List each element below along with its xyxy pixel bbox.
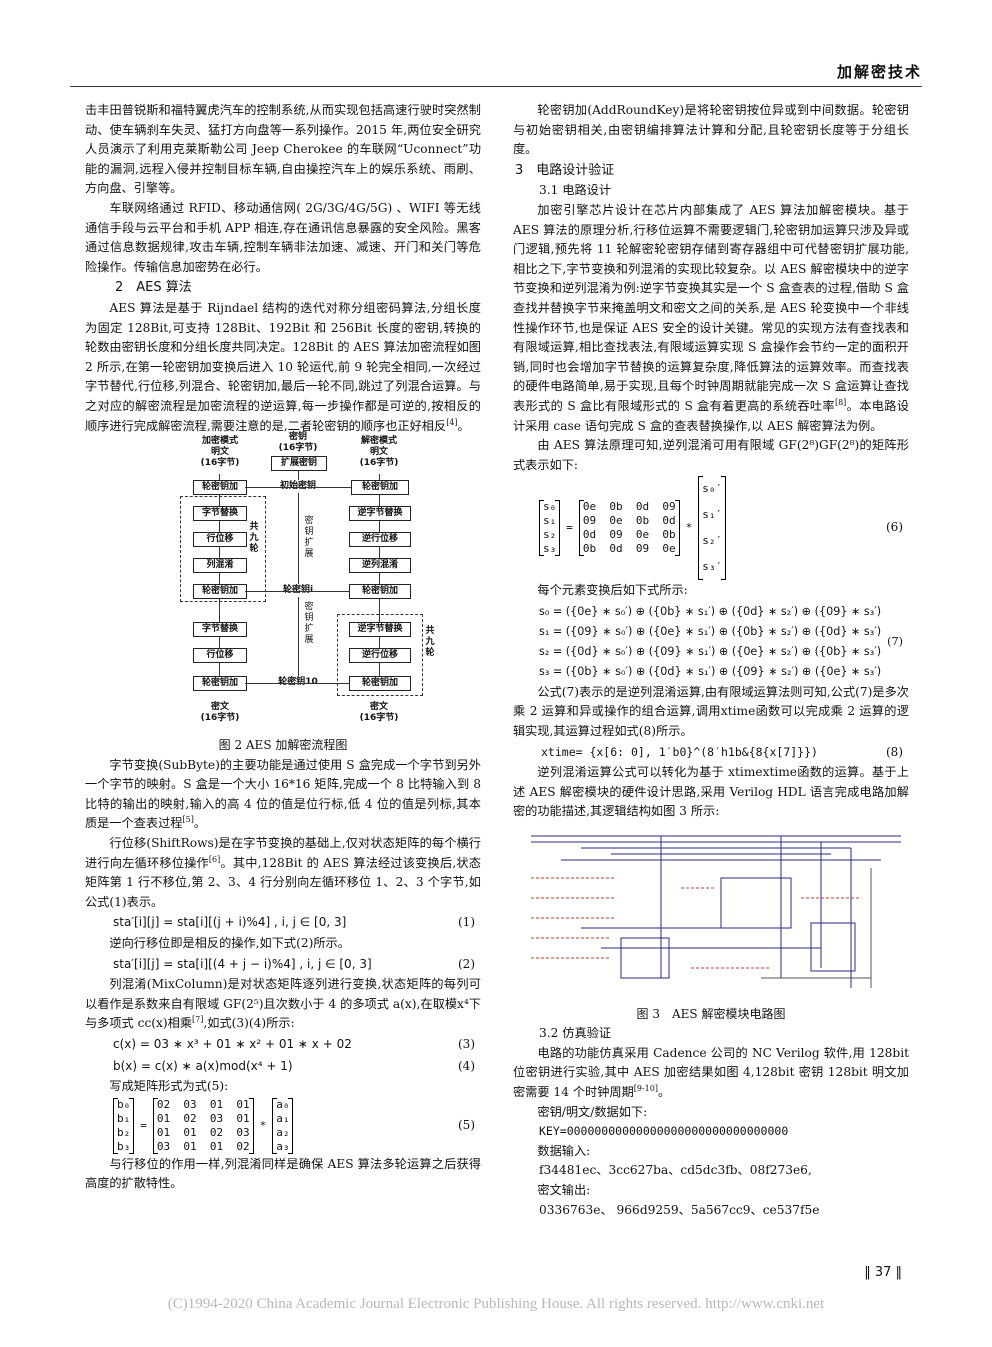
cipher-label-dec: 密文(16字节) <box>359 702 399 724</box>
inv-shift-block: 逆行位移 <box>349 532 411 548</box>
subsection-heading: 3.1 电路设计 <box>539 183 612 198</box>
inv-sub-block: 逆字节替换 <box>349 622 411 638</box>
paragraph: 轮密钥加(AddRoundKey)是将轮密钥按位异或到中间数据。轮密钥与初始密钥… <box>513 103 909 157</box>
inv-mix-block: 逆列混淆 <box>349 558 411 574</box>
footer-copyright: (C)1994-2020 China Academic Journal Elec… <box>167 1296 825 1312</box>
paragraph: 与行移位的作用一样,列混淆同样是确保 AES 算法多轮运算之后获得高度的扩散特性… <box>85 1156 481 1191</box>
section-title: 加解密技术 <box>836 63 922 81</box>
section-heading-aes: 2 AES 算法 <box>115 280 192 296</box>
key-expand-label: 密钥扩展 <box>304 516 314 560</box>
input-values: f34481ec、3cc627ba、cd5dc3fb、08f273e6, <box>539 1163 812 1178</box>
key-value: KEY=00000000000000000000000000000000 <box>539 1124 789 1139</box>
add-key-block: 轮密钥加 <box>193 480 247 496</box>
matrix-s-prime: s₀′s₁′s₂′s₃′ <box>698 476 727 581</box>
equation-1: sta′[i][j] = sta[i][(j + i)%4] , i, j ∈ … <box>113 915 475 930</box>
add-key-block-dec: 轮密钥加 <box>349 676 411 692</box>
left-column: 击丰田普锐斯和福特翼虎汽车的控制系统,从而实现包括高速行驶时突然制动、使车辆刹车… <box>85 101 481 1194</box>
paragraph: 击丰田普锐斯和福特翼虎汽车的控制系统,从而实现包括高速行驶时突然制动、使车辆刹车… <box>85 103 481 196</box>
add-key-block: 轮密钥加 <box>193 676 247 692</box>
paragraph: 车联网络通过 RFID、移动通信网( 2G/3G/4G/5G) 、WIFI 等无… <box>85 200 481 274</box>
paragraph: 写成矩阵形式为式(5): <box>109 1079 229 1094</box>
equation-2: sta′[i][j] = sta[i][(4 + j − i)%4] , i, … <box>113 956 475 971</box>
add-key-block: 轮密钥加 <box>193 584 247 600</box>
add-key-block-dec: 轮密钥加 <box>349 584 411 600</box>
nine-rounds-label: 共九轮 <box>249 522 259 555</box>
running-header: 加解密技术 <box>70 58 922 87</box>
round-key-10-label: 轮密钥10 <box>273 676 323 690</box>
paragraph: 加密引擎芯片设计在芯片内部集成了 AES 算法加解密模块。基于 AES 算法的原… <box>513 202 910 433</box>
cipher-label: 密文(16字节) <box>200 702 240 724</box>
citation[interactable]: [7] <box>192 1015 204 1025</box>
paragraph: 公式(7)表示的是逆列混淆运算,由有限域运算法则可知,公式(7)是多次乘 2 运… <box>513 684 909 739</box>
citation[interactable]: [6] <box>208 854 221 864</box>
round-key-i-label: 轮密钥i <box>275 584 321 598</box>
figure-caption: 图 2 AES 加解密流程图 <box>218 738 348 753</box>
data-heading: 密钥/明文/数据如下: <box>537 1104 648 1119</box>
equation-8: xtime= {x[6: 0], 1′b0}^(8′h1b&{8{x[7]}})… <box>541 744 903 759</box>
paragraph: 电路的功能仿真采用 Cadence 公司的 NC Verilog 软件,用 12… <box>513 1045 909 1099</box>
subsection-heading: 3.2 仿真验证 <box>539 1026 612 1041</box>
right-column: 轮密钥加(AddRoundKey)是将轮密钥按位异或到中间数据。轮密钥与初始密钥… <box>513 101 909 1220</box>
dec-nine-rounds-box <box>337 614 423 697</box>
paragraph: 行位移(ShiftRows)是在字节变换的基础上,仅对状态矩阵的每个横行进行向左… <box>85 836 481 909</box>
citation[interactable]: [9-10] <box>633 1083 658 1093</box>
output-heading: 密文输出: <box>537 1182 591 1197</box>
inv-shift-block: 逆行位移 <box>349 648 411 664</box>
figure-aes-flowchart: 加密模式明文(16字节) 密钥(16字节) 解密模式明文(16字节) 扩展密钥 … <box>85 432 481 736</box>
citation[interactable]: [5] <box>182 815 194 825</box>
paragraph: 列混淆(MixColumn)是对状态矩阵逐列进行变换,状态矩阵的每列可以看作是系… <box>85 977 481 1031</box>
paragraph: 每个元素变换后如下式所示: <box>537 583 688 598</box>
mix-cols-block: 列混淆 <box>193 558 247 574</box>
expand-key-block: 扩展密钥 <box>271 456 327 472</box>
page-number: ‖ 37 ‖ <box>864 1265 902 1280</box>
input-heading: 数据输入: <box>537 1143 591 1158</box>
equation-7: s₀ = ({0e} ∗ s₀′) ⊕ ({0b} ∗ s₁′) ⊕ ({0d}… <box>539 604 903 678</box>
shift-rows-block: 行位移 <box>193 648 247 664</box>
equation-3: c(x) = 03 ∗ x³ + 01 ∗ x² + 01 ∗ x + 02(3… <box>113 1037 475 1051</box>
nine-rounds-label: 共九轮 <box>425 626 435 659</box>
sub-bytes-block: 字节替换 <box>193 506 247 522</box>
figure-circuit-diagram <box>531 835 901 989</box>
add-key-block-dec: 轮密钥加 <box>351 480 409 496</box>
inv-sub-block: 逆字节替换 <box>349 506 411 522</box>
paragraph: 逆向行移位即是相反的操作,如下式(2)所示。 <box>109 936 350 951</box>
init-key-label: 初始密钥 <box>273 480 323 494</box>
shift-rows-block: 行位移 <box>193 532 247 548</box>
paragraph: AES 算法是基于 Rijndael 结构的迭代对称分组密码算法,分组长度为固定… <box>85 300 481 433</box>
sub-bytes-block: 字节替换 <box>193 622 247 638</box>
output-values: 0336763e、 966d9259、5a567cc9、ce537f5e <box>539 1202 820 1217</box>
paragraph: 字节变换(SubByte)的主要功能是通过使用 S 盒完成一个字节到另外一个字节… <box>85 757 481 831</box>
citation[interactable]: [4] <box>446 417 458 427</box>
enc-mode-label: 加密模式明文(16字节) <box>200 436 240 469</box>
key-expand-label: 密钥扩展 <box>304 602 314 646</box>
enc-nine-rounds-box <box>180 496 266 603</box>
dec-mode-label: 解密模式明文(16字节) <box>359 436 399 469</box>
figure-caption: 图 3 AES 解密模块电路图 <box>636 1006 786 1021</box>
equation-4: b(x) = c(x) ∗ a(x)mod(x⁴ + 1)(4) <box>113 1058 475 1073</box>
paragraph: 由 AES 算法原理可知,逆列混淆可用有限域 GF(2⁸)GF(2⁸)的矩阵形式… <box>513 438 909 472</box>
section-heading-circuit: 3 电路设计验证 <box>515 162 615 178</box>
citation[interactable]: [8] <box>834 397 847 407</box>
key-label: 密钥(16字节) <box>278 432 318 454</box>
paragraph: 逆列混淆运算公式可以转化为基于 xtimextime函数的运算。基于上述 AES… <box>513 765 909 819</box>
